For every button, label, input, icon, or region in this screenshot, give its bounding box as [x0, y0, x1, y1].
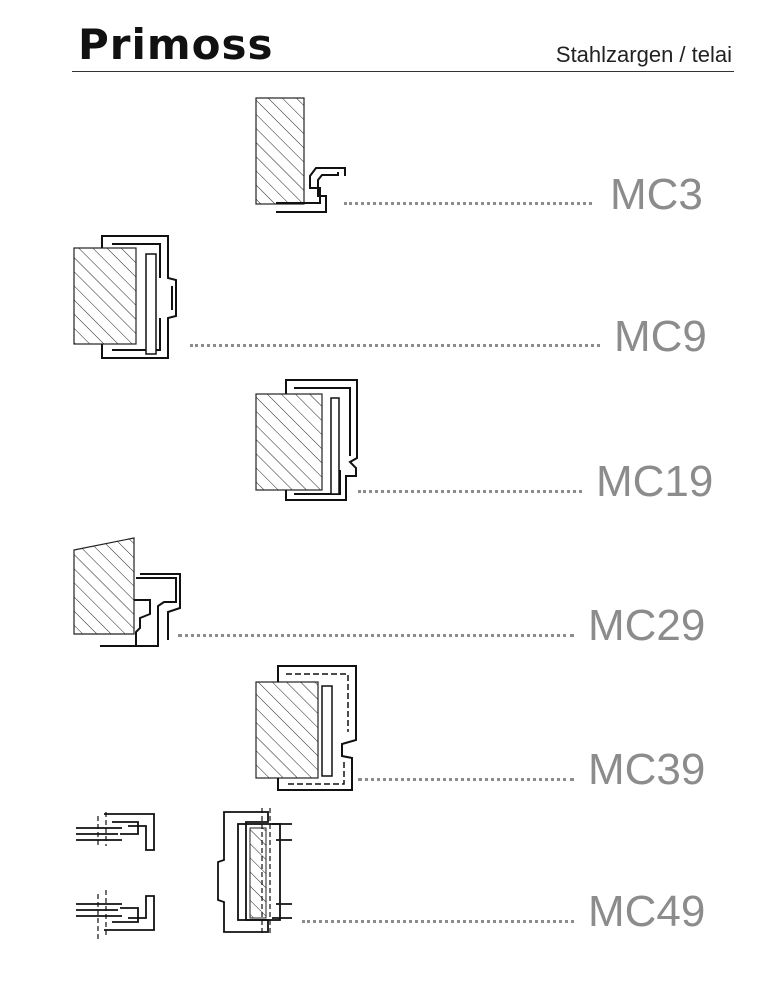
profile-label-mc9: MC9 — [614, 312, 707, 361]
leader-line — [358, 490, 582, 493]
frame-assembly — [217, 808, 292, 936]
profile-mc9-drawing — [73, 235, 177, 359]
profile-mc29-drawing — [73, 537, 181, 647]
page-subtitle: Stahlzargen / telai — [555, 42, 732, 67]
wall-section — [255, 393, 323, 491]
frame-profile — [285, 379, 358, 501]
frame-profile — [276, 167, 346, 213]
profile-mc39-drawing — [255, 665, 357, 791]
wall-section — [73, 247, 137, 345]
small-profile-top — [76, 812, 155, 851]
wall-section — [73, 537, 135, 635]
wall-section — [255, 681, 319, 779]
profile-mc3-drawing — [255, 97, 346, 213]
brand-logo: Primoss — [78, 20, 274, 69]
wall-section — [255, 97, 305, 205]
frame-profile — [101, 235, 177, 359]
leader-line — [344, 202, 592, 205]
small-profile-bottom — [76, 890, 155, 942]
profile-mc49-drawing — [76, 808, 292, 942]
profile-label-mc29: MC29 — [588, 601, 706, 650]
header-divider — [72, 71, 734, 72]
leader-line — [302, 920, 574, 923]
profile-label-mc19: MC19 — [596, 457, 714, 506]
leader-line — [358, 778, 574, 781]
profile-mc19-drawing — [255, 379, 358, 501]
profile-label-mc49: MC49 — [588, 887, 706, 936]
leader-line — [190, 344, 600, 347]
frame-profile — [277, 665, 357, 791]
leader-line — [178, 634, 574, 637]
profile-label-mc39: MC39 — [588, 745, 706, 794]
profile-label-mc3: MC3 — [610, 170, 703, 219]
